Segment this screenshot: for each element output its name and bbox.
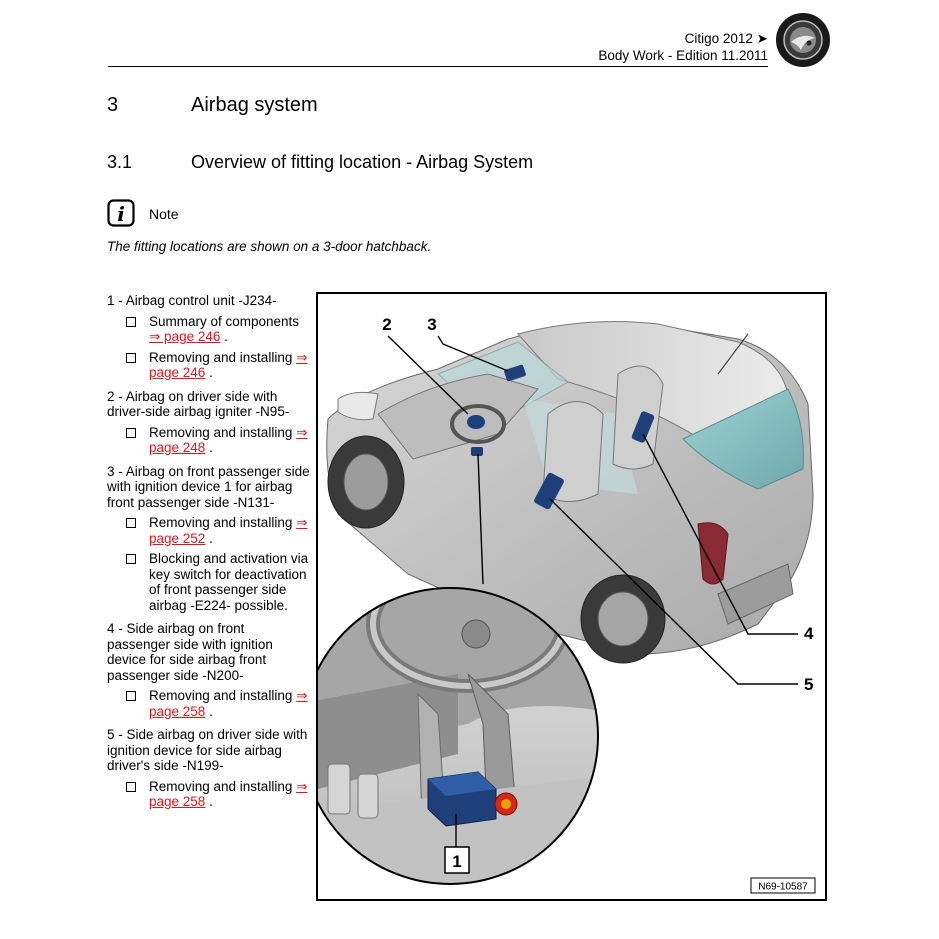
callout-4: 4 <box>804 624 814 643</box>
legend-item-title: 1 - Airbag control unit -J234- <box>107 293 277 308</box>
legend-item: 1 - Airbag control unit -J234- Summary of… <box>107 293 310 381</box>
checkbox-bullet-icon <box>126 781 136 792</box>
control-unit-j234 <box>427 771 518 827</box>
legend-item: 4 - Side airbag on front passenger side … <box>107 621 310 719</box>
callout-1: 1 <box>452 852 461 871</box>
legend-item: 2 - Airbag on driver side with driver-si… <box>107 389 310 456</box>
header-model: Citigo 2012 ➤ <box>684 31 768 46</box>
section-number: 3 <box>107 94 119 116</box>
page-reference-link[interactable]: ⇒ page 258 <box>149 688 308 719</box>
legend-subitem-text: Removing and installing <box>149 688 293 703</box>
legend-subitem-text: Removing and installing <box>149 349 293 365</box>
legend-item: 5 - Side airbag on driver side with igni… <box>107 727 310 810</box>
leader-lines <box>387 335 798 847</box>
checkbox-bullet-icon <box>126 352 136 363</box>
airbag-figure: 2 3 4 5 1 N69-10587 <box>316 292 827 901</box>
subsection-number: 3.1 <box>107 152 133 172</box>
legend-item: 3 - Airbag on front passenger side with … <box>107 464 310 614</box>
legend-item-title: 4 - Side airbag on front passenger side … <box>107 621 273 683</box>
page-reference-link[interactable]: ⇒ page 246 <box>149 349 308 381</box>
legend-item-title: 5 - Side airbag on driver side with igni… <box>107 727 308 773</box>
legend-subitem: Summary of components ⇒ page 246 . <box>107 314 310 345</box>
legend-list: 1 - Airbag control unit -J234- Summary of… <box>107 293 310 818</box>
legend-subitem: Removing and installing ⇒ page 252 . <box>107 515 310 546</box>
subsection-title: Overview of fitting location - Airbag Sy… <box>191 152 534 172</box>
checkbox-bullet-icon <box>126 427 136 438</box>
legend-item-title: 3 - Airbag on front passenger side with … <box>107 463 310 510</box>
callout-2: 2 <box>382 315 391 334</box>
intro-text: The fitting locations are shown on a 3-d… <box>107 239 432 254</box>
legend-subitem-text: Removing and installing <box>149 515 293 530</box>
svg-text:i: i <box>117 202 125 226</box>
info-icon: i <box>107 199 135 227</box>
page-reference-link[interactable]: ⇒ page 248 <box>149 424 308 456</box>
checkbox-bullet-icon <box>126 518 136 528</box>
legend-subitem-text: Removing and installing <box>149 778 293 794</box>
checkbox-bullet-icon <box>126 691 136 701</box>
callout-3: 3 <box>427 315 436 334</box>
header-rule <box>108 66 768 67</box>
legend-subitem: Blocking and activation via key switch f… <box>107 551 310 613</box>
legend-subitem-text: Summary of components <box>149 313 300 329</box>
page-reference-link[interactable]: ⇒ page 246 <box>149 329 221 344</box>
note-label: Note <box>149 206 179 222</box>
legend-subitem-text: Removing and installing <box>149 424 293 440</box>
legend-item-title: 2 - Airbag on driver side with driver-si… <box>107 388 290 420</box>
page-reference-link[interactable]: ⇒ page 258 <box>149 778 308 810</box>
checkbox-bullet-icon <box>126 316 136 327</box>
header-edition: Body Work - Edition 11.2011 <box>598 48 768 63</box>
page-reference-link[interactable]: ⇒ page 252 <box>149 515 308 546</box>
section-title: Airbag system <box>191 94 318 116</box>
airbag-components <box>467 364 655 510</box>
legend-subitem: Removing and installing ⇒ page 258 . <box>107 779 310 810</box>
figure-reference-code: N69-10587 <box>758 882 808 893</box>
legend-subitem: Removing and installing ⇒ page 246 . <box>107 350 310 381</box>
legend-subitem-text: Blocking and activation via key switch f… <box>149 551 309 613</box>
checkbox-bullet-icon <box>126 554 136 564</box>
airbag-illustration: 2 3 4 5 1 N69-10587 <box>318 315 816 894</box>
skoda-logo-icon <box>776 13 830 67</box>
callout-5: 5 <box>804 675 813 694</box>
legend-subitem: Removing and installing ⇒ page 248 . <box>107 425 310 456</box>
legend-subitem: Removing and installing ⇒ page 258 . <box>107 688 310 719</box>
